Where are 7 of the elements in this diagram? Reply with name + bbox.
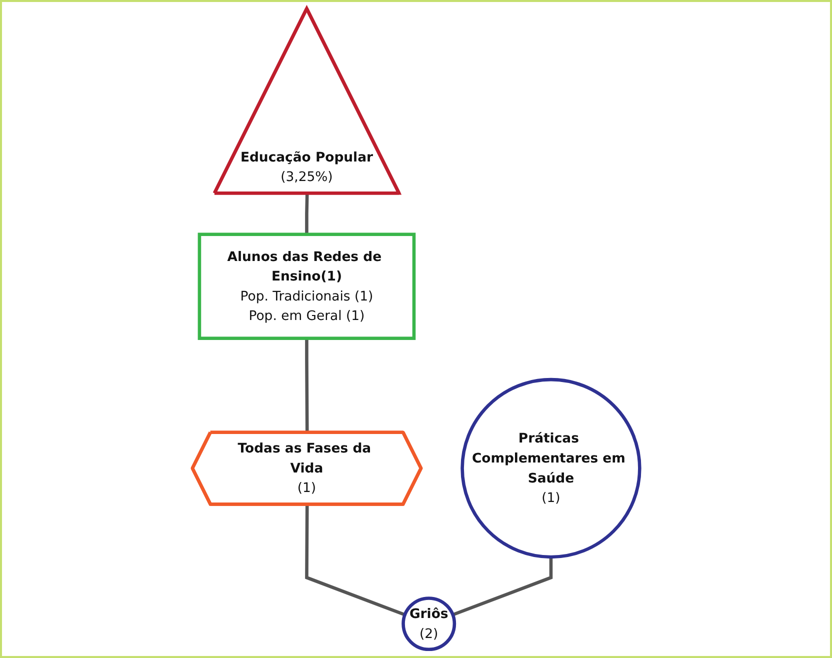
connector <box>452 556 553 616</box>
connector <box>305 194 309 234</box>
node-circle: Griôs (2) <box>402 596 456 652</box>
node-circle: Práticas Complementares em Saúde (1) <box>460 378 642 559</box>
connector <box>305 504 406 616</box>
connector <box>305 338 309 433</box>
node-box: Alunos das Redes de Ensino(1) Pop. Tradicionais (1) Pop. em Geral (1) <box>198 232 416 340</box>
